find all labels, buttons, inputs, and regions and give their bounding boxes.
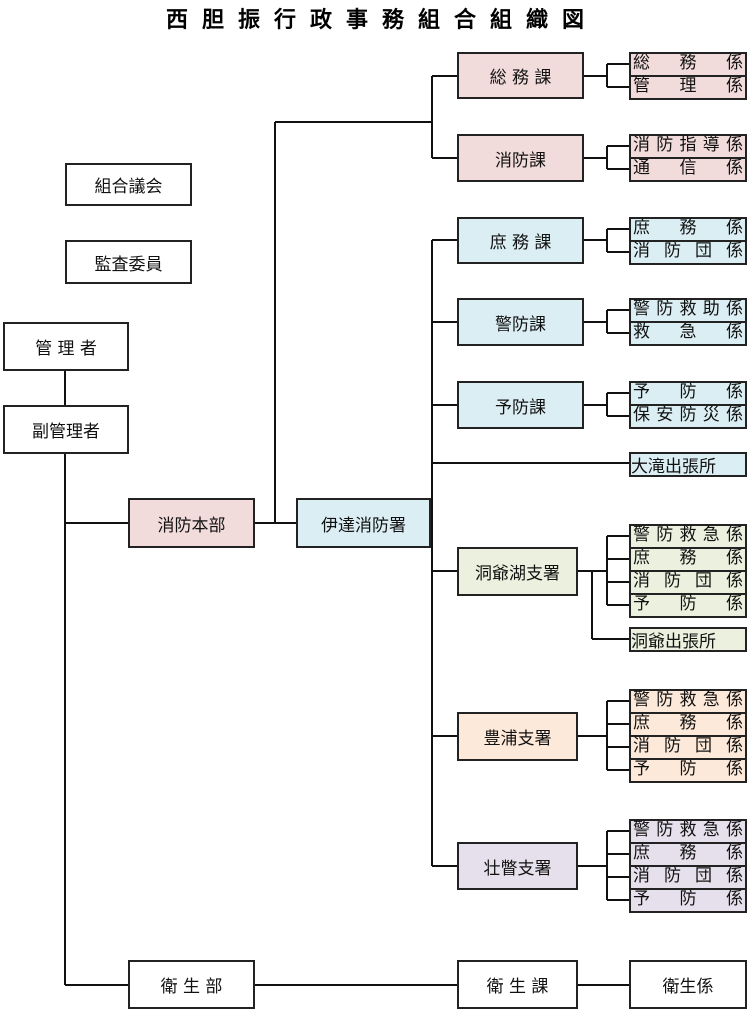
node-toyako-branch: 洞爺湖支署 [457,547,578,596]
unit-toyoura-branch: 警防救急係 [629,689,747,714]
unit-admin-section: 庶務係 [629,217,747,242]
unit-sobetsu-branch: 警防救急係 [629,819,747,844]
node-prevention-section: 予防課 [457,381,584,429]
unit-fire-section: 通信係 [629,157,747,182]
node-fire-hq: 消防本部 [128,498,255,548]
unit-toyoura-branch: 庶務係 [629,712,747,737]
node-defense-section: 警防課 [457,298,584,346]
node-fire-section: 消防課 [457,134,584,182]
node-otaki-office: 大滝出張所 [629,452,747,477]
unit-sobetsu-branch: 予防係 [629,888,747,913]
unit-toyako-branch: 予防係 [629,593,747,618]
node-health-section: 衛 生 課 [457,960,578,1009]
node-admin-section: 庶 務 課 [457,217,584,264]
unit-sobetsu-branch: 庶務係 [629,842,747,867]
unit-fire-section: 消防指導係 [629,134,747,159]
unit-toyako-branch: 消防団係 [629,570,747,595]
unit-general-affairs: 総務係 [629,52,747,77]
node-manager: 管 理 者 [3,322,129,371]
unit-prevention-section: 保安防災係 [629,404,747,429]
node-auditor: 監査委員 [65,240,192,284]
unit-general-affairs: 管理係 [629,75,747,100]
node-toyako-office: 洞爺出張所 [629,627,747,652]
unit-prevention-section: 予防係 [629,381,747,406]
node-toyoura-branch: 豊浦支署 [457,712,578,761]
node-vice-manager: 副管理者 [3,405,129,454]
unit-defense-section: 警防救助係 [629,298,747,323]
unit-toyoura-branch: 予防係 [629,758,747,783]
node-council: 組合議会 [65,163,192,206]
node-health-dept: 衛 生 部 [128,960,255,1009]
unit-admin-section: 消防団係 [629,240,747,265]
node-sobetsu-branch: 壮瞥支署 [457,842,578,890]
unit-toyako-branch: 庶務係 [629,547,747,572]
node-date-station: 伊達消防署 [296,498,431,548]
unit-toyako-branch: 警防救急係 [629,524,747,549]
node-general-affairs: 総 務 課 [457,52,584,99]
unit-toyoura-branch: 消防団係 [629,735,747,760]
chart-title: 西胆振行政事務組合組織図 [165,8,598,33]
unit-defense-section: 救急係 [629,321,747,346]
node-health-unit: 衛生係 [629,960,747,1009]
unit-sobetsu-branch: 消防団係 [629,865,747,890]
